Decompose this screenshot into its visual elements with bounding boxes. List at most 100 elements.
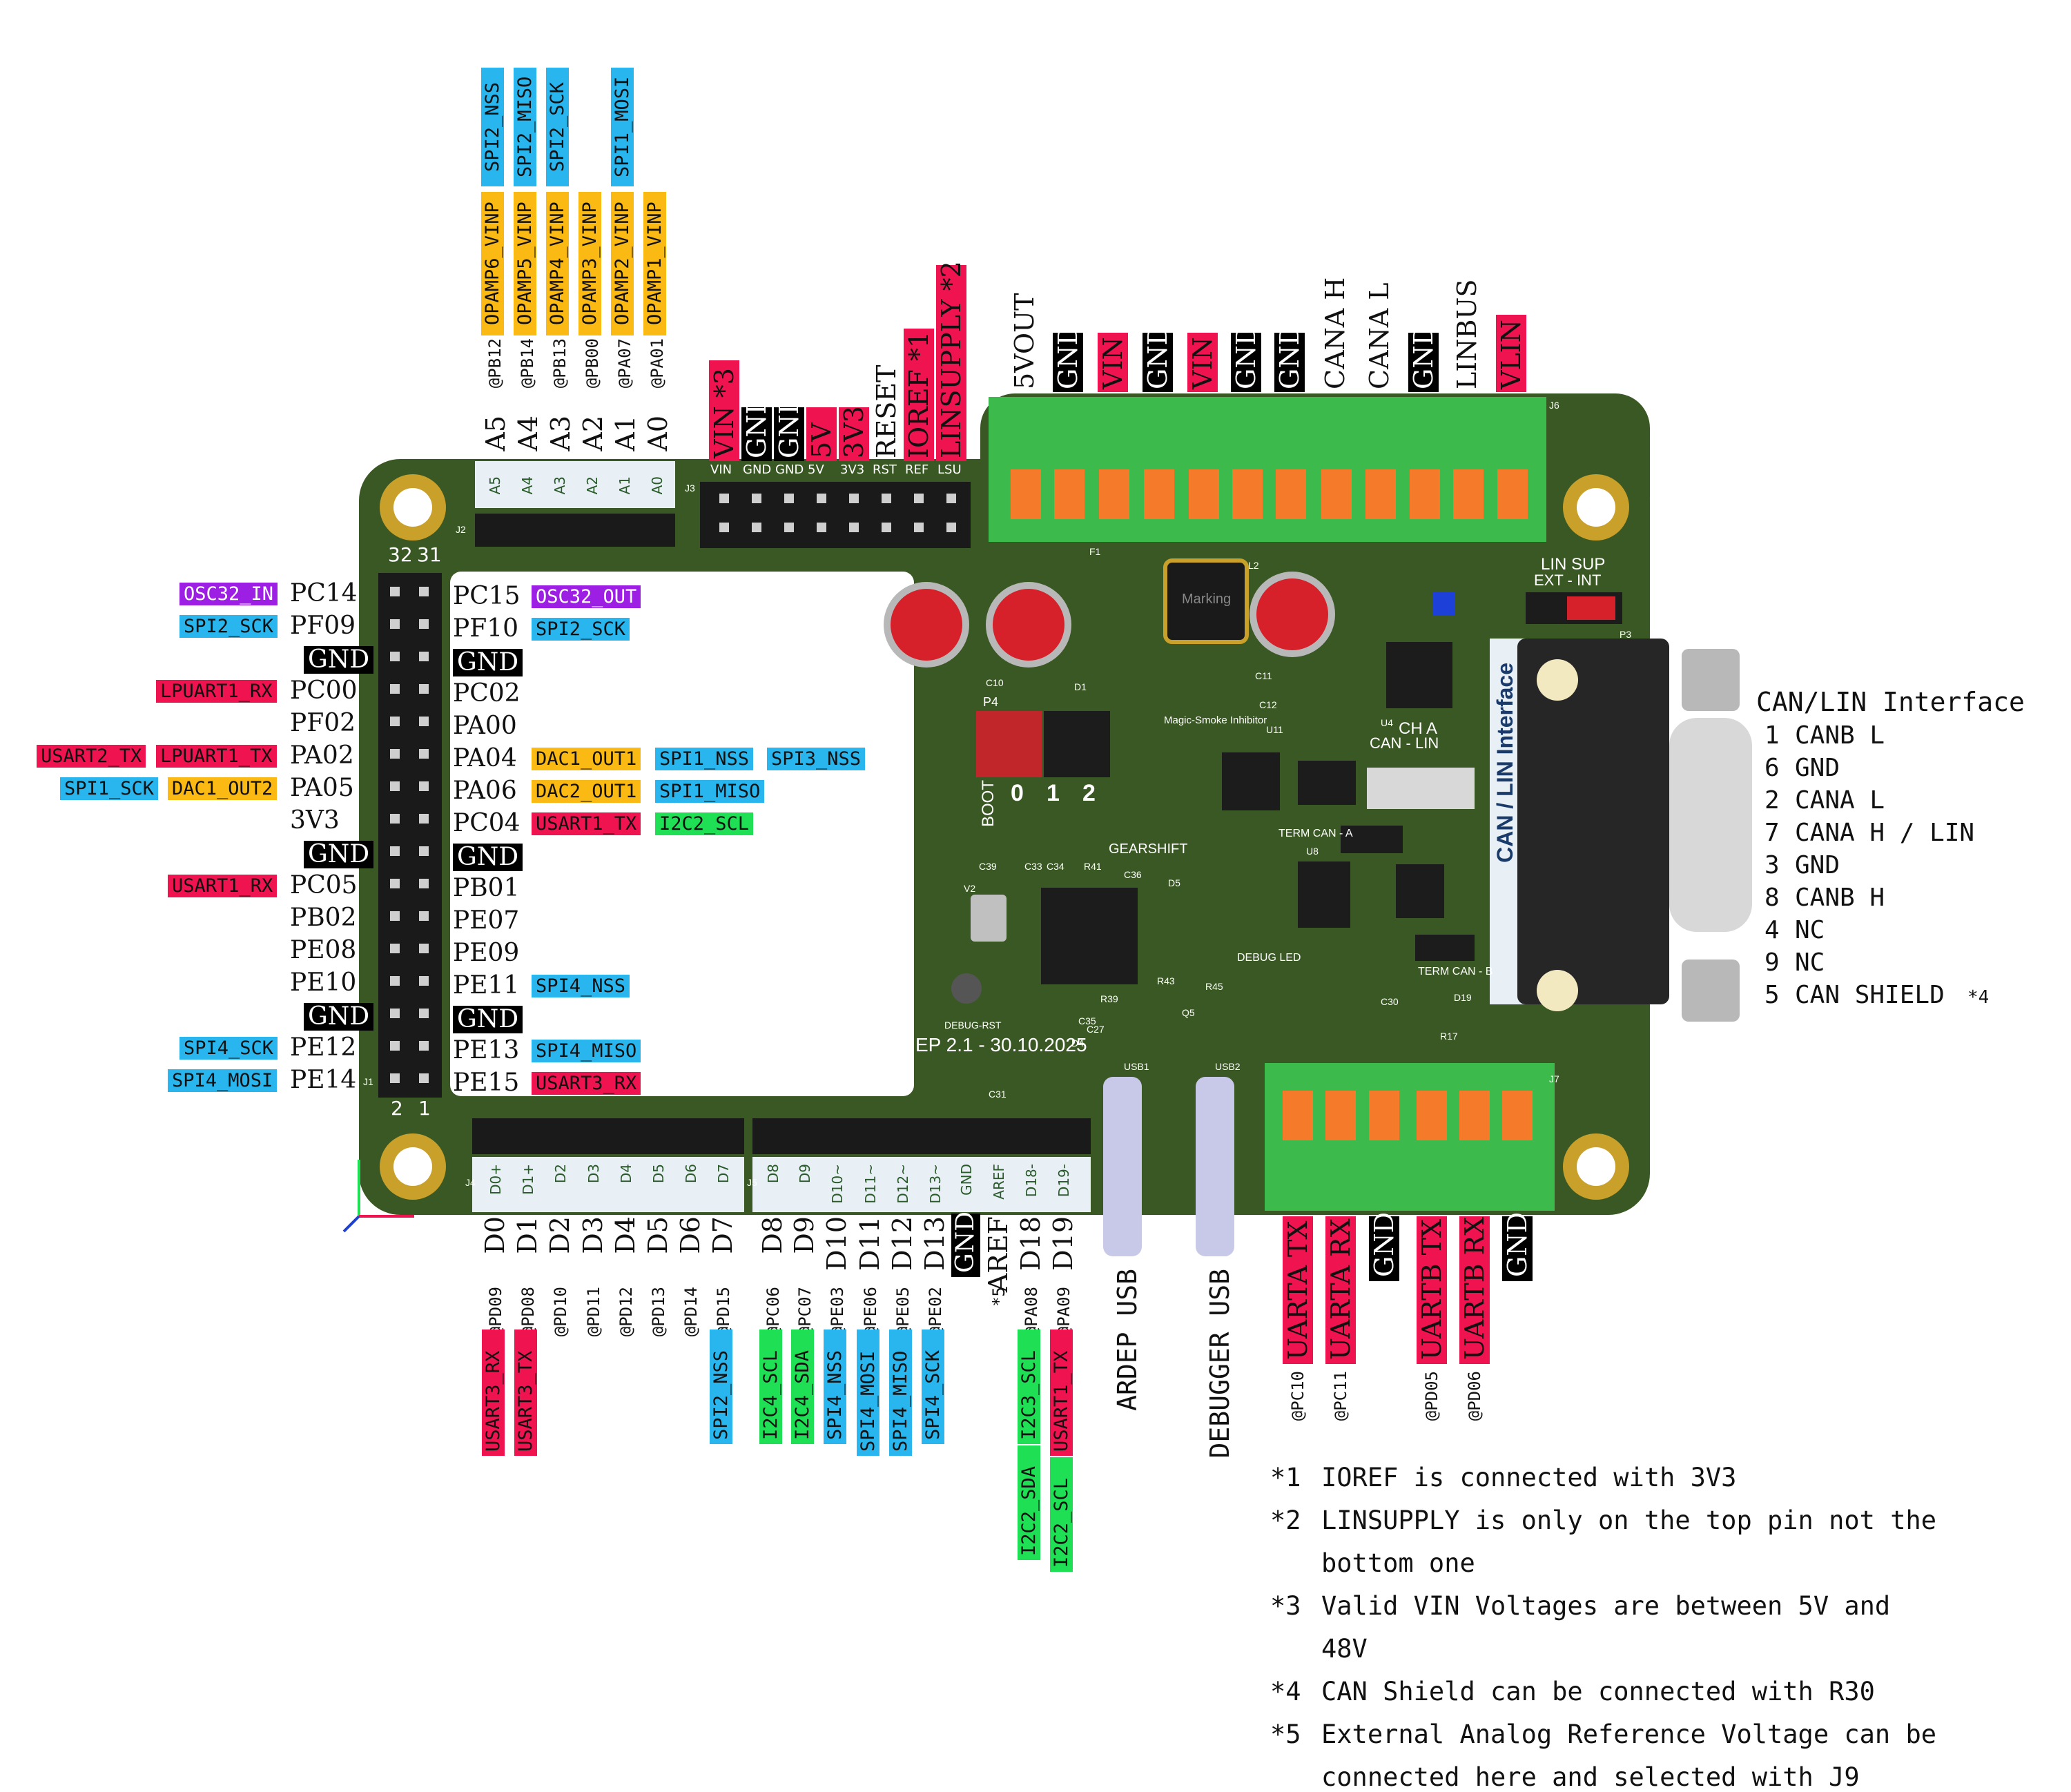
spi-tag: SPI2_MISO — [514, 68, 536, 186]
component-designator: Q5 — [1182, 1007, 1195, 1018]
j3-silk-label: RST — [873, 462, 897, 477]
debug-rst-label: DEBUG-RST — [944, 1020, 1002, 1031]
axis-gizmo-icon — [342, 1160, 414, 1233]
header-pin — [419, 1009, 429, 1018]
component-designator: D1 — [1074, 681, 1087, 692]
digital-pin-label: D9 — [789, 1216, 819, 1254]
digital-function-tag: I2C4_SCL — [759, 1330, 782, 1444]
footnote-text: LINSUPPLY is only on the top pin not the — [1321, 1506, 1937, 1535]
component-designator: D19 — [1454, 992, 1472, 1003]
footnote-mark: *5 — [1270, 1720, 1301, 1749]
can-lin-row-name: NC — [1795, 916, 1825, 944]
j5-silk-label: D19- — [1056, 1164, 1072, 1198]
component-designator: C35 — [1078, 1015, 1096, 1026]
p4-label: P4 — [983, 695, 999, 709]
digital-port-label: @PD10 — [551, 1287, 570, 1337]
digital-function-tag: SPI4_NSS — [824, 1330, 846, 1444]
analog-pin-label: A5 — [480, 416, 511, 451]
lin-sup-knob — [1567, 596, 1615, 620]
component-designator: R17 — [1440, 1031, 1458, 1042]
can-lin-row-name: GND — [1795, 851, 1840, 879]
terminal-pin-label: GND — [1053, 324, 1083, 392]
term-b-switch — [1415, 935, 1475, 961]
terminal-pin — [1365, 469, 1396, 519]
terminal-pin — [1325, 1091, 1356, 1140]
uart-pin-label: GND — [1502, 1212, 1533, 1281]
right-pin-label: PE15 — [453, 1069, 520, 1097]
analog-pin-label: A4 — [513, 416, 543, 451]
header-pin — [390, 749, 400, 759]
j5-silk-label: AREF — [991, 1164, 1007, 1200]
component-designator: U4 — [1381, 717, 1393, 728]
right-function-tag: SPI4_MISO — [532, 1040, 641, 1062]
connector-side-label: CAN / LIN Interface — [1493, 663, 1517, 863]
j4-silk-label: D5 — [650, 1164, 667, 1184]
digital-function-tag: I2C3_SCL — [1018, 1330, 1040, 1444]
terminal-pin — [1276, 469, 1306, 519]
header-pin — [390, 846, 400, 856]
left-function-tag: SPI4_MOSI — [168, 1069, 278, 1092]
boot-number: 1 — [1047, 780, 1060, 806]
component-designator: R39 — [1100, 993, 1118, 1004]
j5-silk-label: D8 — [765, 1164, 781, 1184]
component-designator: D4 — [1071, 1038, 1084, 1049]
header-pin — [419, 717, 429, 726]
right-pin-label: GND — [453, 844, 523, 871]
terminal-pin-label: LINBUS — [1452, 279, 1482, 389]
digital-port-label: @PD12 — [616, 1287, 636, 1337]
right-pin-label: GND — [453, 1006, 523, 1033]
digital-function-tag: I2C2_SDA — [1018, 1445, 1040, 1560]
j5-silk-label: D11~ — [862, 1164, 879, 1204]
can-lin-row-number: 1 — [1764, 721, 1780, 750]
left-pin-label: PC14 — [290, 579, 358, 607]
j2-silk-label: A2 — [584, 476, 601, 495]
power-pin-label: 3V3 — [839, 406, 869, 461]
mounting-hole — [1563, 474, 1629, 540]
terminal-pin-label: GND — [1143, 324, 1173, 392]
header-pin — [390, 1009, 400, 1018]
component-designator: J7 — [1549, 1073, 1559, 1084]
digital-pin-label: D2 — [545, 1216, 575, 1254]
footnote-mark: *3 — [1270, 1591, 1301, 1621]
j3-header — [700, 482, 971, 548]
right-pin-label: PA06 — [453, 777, 517, 805]
header-pin — [390, 944, 400, 953]
boot-label: BOOT — [979, 780, 998, 828]
header-pin — [390, 652, 400, 661]
right-pin-label: PC15 — [453, 582, 521, 610]
can-lin-row-name: GND — [1795, 754, 1840, 782]
term-b-label: TERM CAN - B — [1418, 966, 1493, 977]
terminal-pin — [1410, 469, 1440, 519]
header-pin — [390, 814, 400, 824]
analog-port-label: @PB00 — [583, 338, 602, 389]
mounting-hole — [380, 474, 446, 540]
j2-silk-label: A1 — [616, 476, 633, 495]
usb-cable-ardep — [1103, 1077, 1142, 1256]
can-lin-row-name: CANB H — [1795, 884, 1885, 912]
header-pin — [946, 494, 956, 503]
j2-socket — [475, 461, 675, 508]
j4-silk-label: D1+ — [520, 1164, 536, 1195]
terminal-pin — [1189, 469, 1219, 519]
left-pin-label: PC05 — [290, 871, 358, 899]
chip-u11 — [1222, 752, 1280, 810]
footnote-text-continued: connected here and selected with J9 — [1321, 1762, 1860, 1792]
can-lin-row-number: 6 — [1764, 754, 1780, 782]
uart-pin-label: UARTB TX — [1417, 1216, 1447, 1364]
header-pin — [390, 684, 400, 694]
capacitor — [884, 582, 969, 668]
magic-smoke-label: Magic-Smoke Inhibitor — [1164, 714, 1267, 726]
j3-silk-label: GND — [743, 462, 772, 477]
digital-function-tag: SPI2_NSS — [710, 1330, 732, 1444]
term-a-switch — [1341, 826, 1403, 853]
digital-pin-label: D19 — [1048, 1216, 1078, 1271]
db9-screw — [1682, 960, 1740, 1022]
j4-silk-label: D0+ — [487, 1164, 504, 1195]
digital-function-tag: I2C4_SDA — [791, 1330, 814, 1444]
digital-pin-label: D4 — [610, 1216, 641, 1254]
left-pin-label: PC00 — [290, 676, 358, 705]
footnote-text: IOREF is connected with 3V3 — [1321, 1463, 1737, 1492]
header-pin — [390, 619, 400, 629]
power-pin-label: IOREF *1 — [904, 329, 934, 461]
